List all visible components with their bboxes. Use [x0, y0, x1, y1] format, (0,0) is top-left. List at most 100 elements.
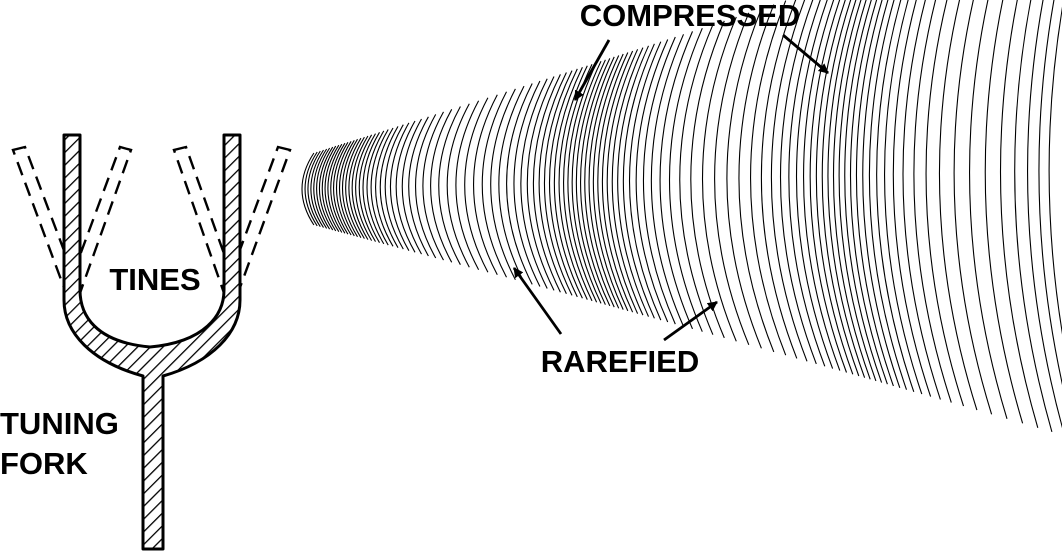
wavefront-arc — [580, 58, 611, 307]
wavefront-arc — [1048, 6, 1062, 335]
wavefront-arc — [635, 39, 669, 323]
wavefront-arc — [342, 138, 358, 238]
wavefront-arc — [520, 78, 548, 289]
wavefront-arc — [526, 76, 555, 291]
wavefront-arc — [628, 41, 662, 321]
wavefront-arc — [358, 133, 376, 242]
compressed-label: COMPRESSED — [580, 0, 800, 33]
wavefront-arc — [815, 0, 854, 375]
wavefront-arc — [455, 100, 480, 270]
wavefront-arc — [567, 62, 598, 303]
wavefront-arc — [355, 134, 373, 241]
sound-wave-fronts — [301, 0, 1062, 433]
wavefront-arc — [925, 0, 965, 407]
wavefront-arc — [408, 116, 429, 257]
tuning-fork-label-line1: TUNING — [0, 406, 119, 441]
wavefront-arc — [538, 72, 567, 295]
wavefront-arc — [362, 132, 380, 243]
wavefront-arc — [553, 67, 583, 299]
wavefront-arc — [307, 150, 321, 228]
wavefront-arc — [351, 135, 369, 240]
wavefront-arc — [389, 122, 410, 251]
wavefront-arc — [415, 114, 437, 259]
wavefront-arc — [506, 83, 533, 285]
wavefront-arc — [876, 0, 915, 392]
tines-label: TINES — [109, 262, 200, 297]
wavefront-arc — [430, 109, 453, 263]
wavefront-arc — [617, 45, 650, 317]
wavefront-arc — [481, 91, 507, 278]
wavefront-arc — [738, 4, 775, 353]
wavefront-arc — [384, 124, 404, 250]
wavefront-arc — [668, 27, 703, 332]
tuning-fork-label-line2: FORK — [0, 446, 88, 481]
wavefront-arc — [588, 55, 620, 309]
wavefront-arc — [1027, 0, 1062, 429]
annotation-arrows — [512, 33, 829, 342]
wavefront-arc — [571, 60, 602, 304]
wavefront-arc — [838, 0, 877, 382]
wavefront-arc — [1014, 0, 1053, 433]
wavefront-arc — [1038, 0, 1062, 385]
wavefront-arc — [642, 36, 676, 325]
wavefront-arc — [532, 74, 561, 293]
wavefront-arc — [575, 59, 606, 305]
wavefront-arc — [446, 103, 470, 268]
rarefied-arrow-left — [512, 267, 563, 335]
wavefront-arc — [796, 0, 834, 369]
wavefront-arc — [809, 0, 848, 373]
wavefront-arc — [726, 8, 762, 349]
wavefront-arc — [984, 0, 1024, 424]
wavefront-arc — [597, 52, 629, 312]
wavefront-arc — [969, 0, 1008, 419]
rarefied-label: RAREFIED — [541, 344, 699, 379]
tuning-fork — [62, 133, 242, 551]
wavefront-arc — [803, 0, 841, 371]
wavefront-arc — [395, 120, 416, 253]
wavefront-arc — [902, 0, 941, 400]
wavefront-arc — [584, 56, 615, 308]
wavefront-arc — [548, 68, 578, 298]
wavefront-arc — [345, 137, 362, 238]
wavefront-arc — [750, 0, 787, 356]
wavefront-arc — [844, 0, 883, 383]
wavefront-arc — [892, 0, 932, 397]
wavefront-arc — [327, 143, 343, 233]
wavefront-arc — [850, 0, 888, 385]
wavefront-arc — [659, 31, 694, 330]
wavefront-arc — [333, 142, 349, 235]
wavefront-arc — [913, 0, 952, 403]
wavefront-arc — [760, 0, 798, 359]
wavefront-arc — [938, 0, 978, 411]
wavefront-arc — [324, 144, 340, 232]
wavefront-arc — [310, 149, 324, 228]
wavefront-arc — [601, 50, 634, 313]
wavefront-arc — [330, 142, 346, 234]
wavefront-arc — [366, 130, 385, 245]
wavefront-arc — [401, 118, 422, 255]
wavefront-arc — [855, 0, 894, 387]
wavefront-arc — [370, 129, 389, 246]
wavefront-arc — [611, 47, 644, 316]
wavefront-arc — [884, 0, 923, 395]
fork-body — [62, 133, 242, 551]
rarefied-arrow-right — [663, 300, 718, 342]
wavefront-arc — [464, 97, 489, 273]
compressed-arrow-right — [782, 33, 829, 75]
wavefront-arc — [868, 0, 908, 390]
left-tine-outline-outer — [11, 145, 82, 295]
wavefront-arc — [862, 0, 901, 388]
wavefront-arc — [321, 145, 337, 232]
wavefront-arc — [821, 0, 860, 377]
wavefront-arc — [827, 0, 866, 378]
wavefront-arc — [779, 0, 817, 365]
wavefront-arc — [833, 0, 871, 380]
compressed-arrow-left — [573, 39, 611, 101]
wavefront-arc — [788, 0, 826, 367]
wavefront-arc — [714, 12, 750, 346]
wavefront-arc — [1000, 0, 1039, 428]
wavefront-arc — [622, 43, 655, 319]
wavefront-arc — [316, 147, 331, 230]
